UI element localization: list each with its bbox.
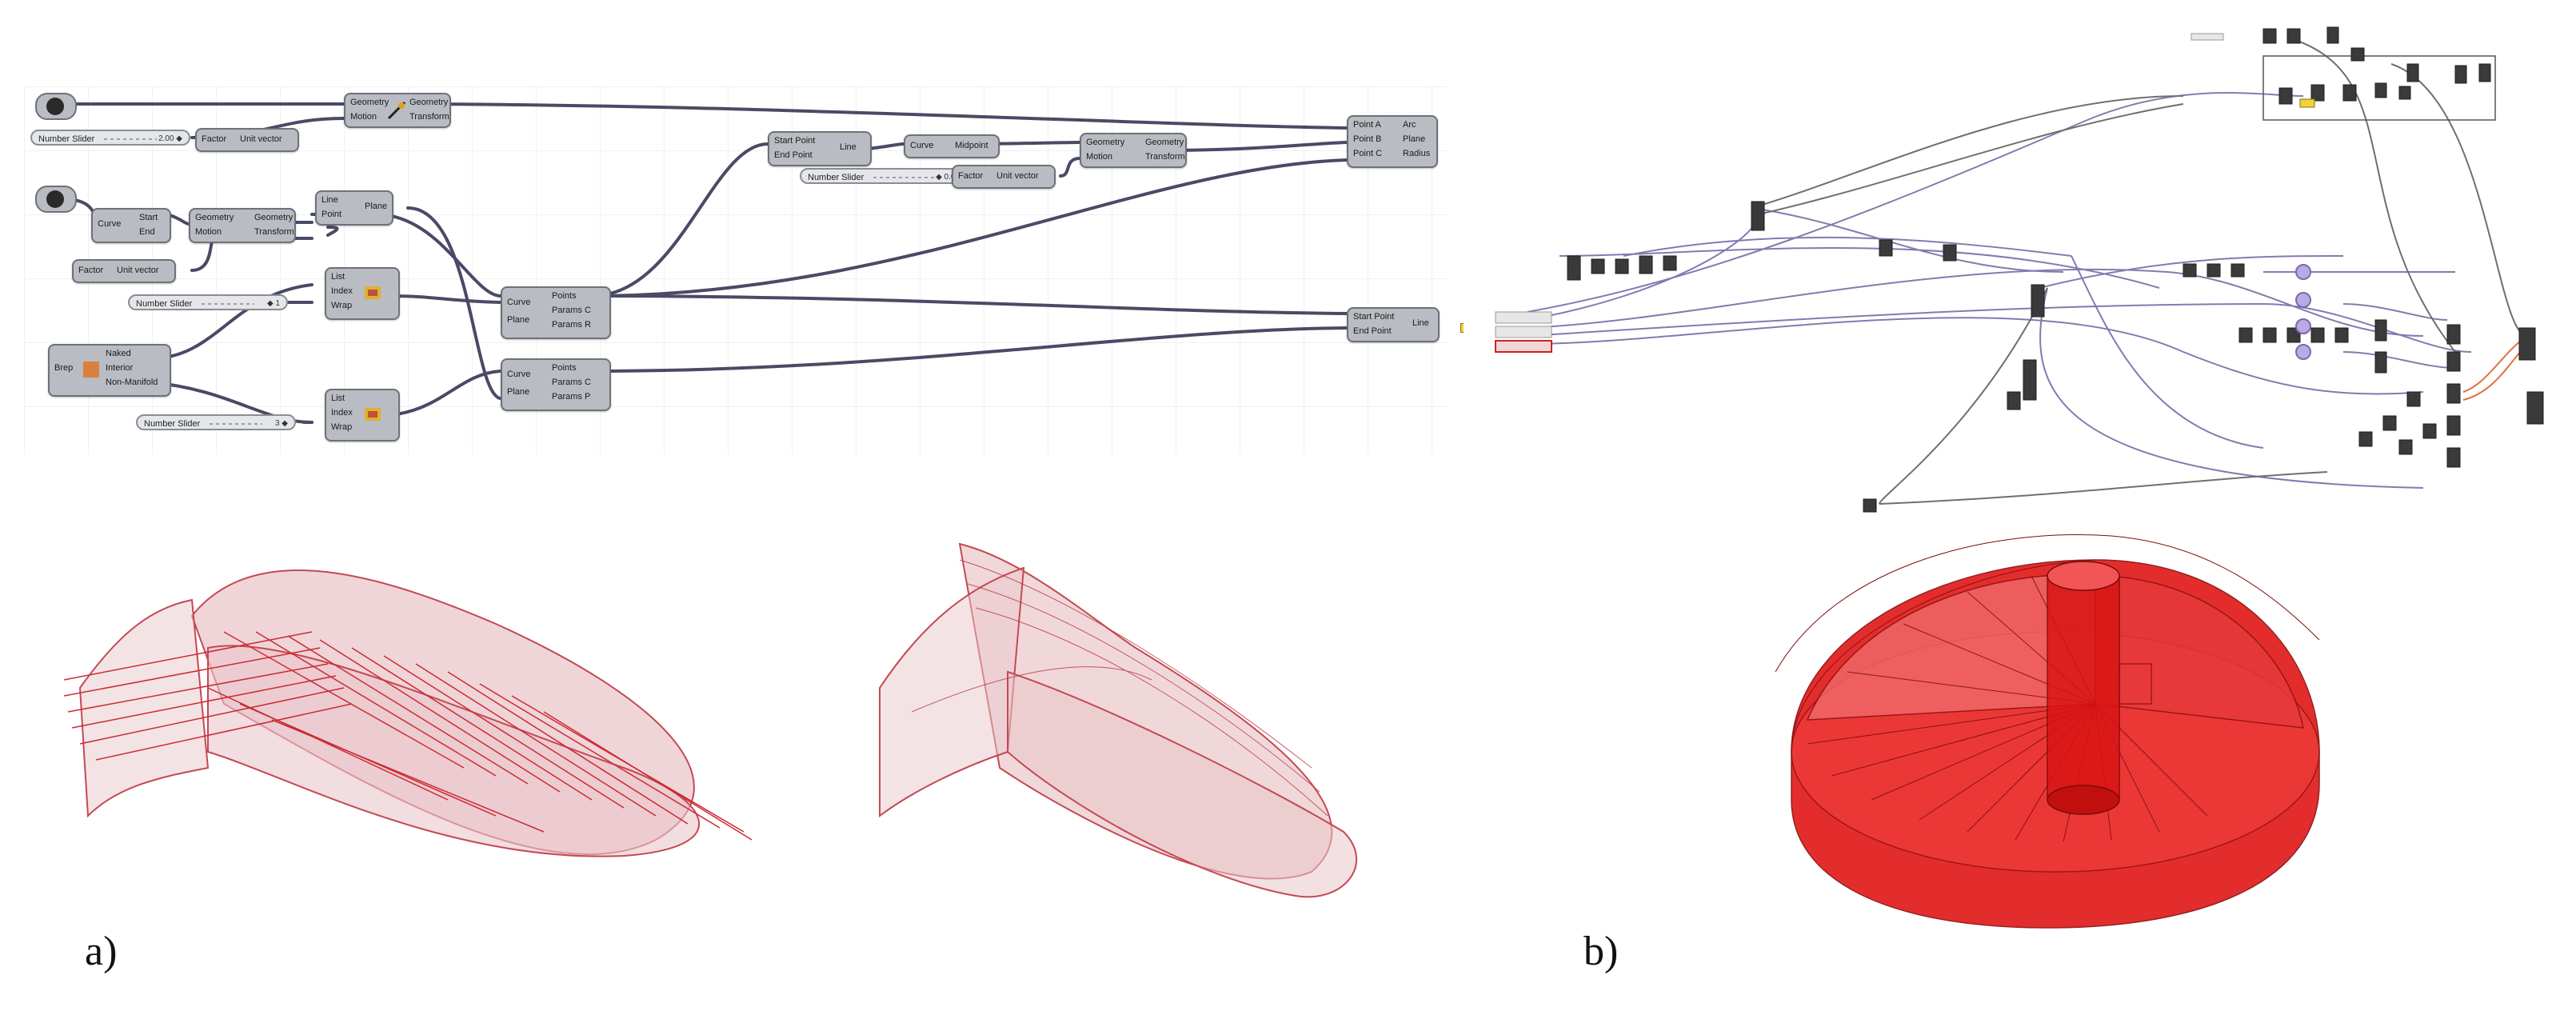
line-component-2[interactable]: Start Point End Point Line [1347,307,1440,342]
slider-value: 3 ◆ [274,419,288,428]
caption-b: b) [1584,929,1619,974]
grasshopper-nodes-b [1464,16,2551,528]
slider-label: Number Slider [144,419,201,429]
amplitude-component-2[interactable]: Factor Unit vector [72,259,176,283]
slider-value: ◆ 1 [266,299,280,308]
arc-component[interactable]: Point A Point B Point C Arc Plane Radius [1347,115,1438,168]
midpoint-component[interactable]: Curve Midpoint [904,134,1000,158]
caption-a: a) [85,929,118,974]
move-component-2[interactable]: Geometry Motion Geometry Transform [189,208,296,243]
ruled-surface-1 [63,569,753,857]
slider-label: Number Slider [38,134,95,144]
number-slider-1[interactable]: Number Slider 2.00 ◆ [30,130,190,146]
grasshopper-canvas-a[interactable]: Number Slider 2.00 ◆ Number Slider ◆ 0.0… [24,86,1480,454]
move-component-1[interactable]: Geometry Motion Geometry Transform [344,93,451,128]
geometry-param-1[interactable] [35,93,77,120]
list-item-component-1[interactable]: List Index Wrap [325,267,400,320]
divide-curve-component-2[interactable]: Curve Plane Points Params C Params P [501,358,611,411]
slider-value: 2.00 ◆ [158,134,182,143]
brep-icon [83,362,99,378]
red-3d-model [1775,534,2320,929]
slider-label: Number Slider [136,299,193,309]
end-points-component[interactable]: Curve Start End [91,208,171,243]
slider-label: Number Slider [808,173,865,182]
amplitude-component-3[interactable]: Factor Unit vector [952,165,1056,189]
divide-curve-component-1[interactable]: Curve Plane Points Params C Params R [501,286,611,339]
line-component-1[interactable]: Start Point End Point Line [768,131,872,166]
list-item-component-2[interactable]: List Index Wrap [325,389,400,442]
number-slider-2[interactable]: Number Slider ◆ 0.00 [800,168,968,184]
move-icon [387,101,406,120]
list-item-icon [365,286,381,299]
list-item-icon [365,408,381,421]
wires-b [1527,39,2528,505]
slider-value: ◆ 0.00 [936,173,960,182]
number-slider-4[interactable]: Number Slider 3 ◆ [136,414,296,430]
move-component-3[interactable]: Geometry Motion Geometry Transform [1080,133,1187,168]
brep-edges-component[interactable]: Brep Naked Interior Non-Manifold [48,344,171,397]
number-slider-3[interactable]: Number Slider ◆ 1 [128,294,288,310]
amplitude-component-1[interactable]: Factor Unit vector [195,128,299,152]
geometry-param-2[interactable] [35,186,77,213]
plane-component[interactable]: Line Point Plane [315,190,393,226]
ruled-surface-2 [879,542,1358,898]
